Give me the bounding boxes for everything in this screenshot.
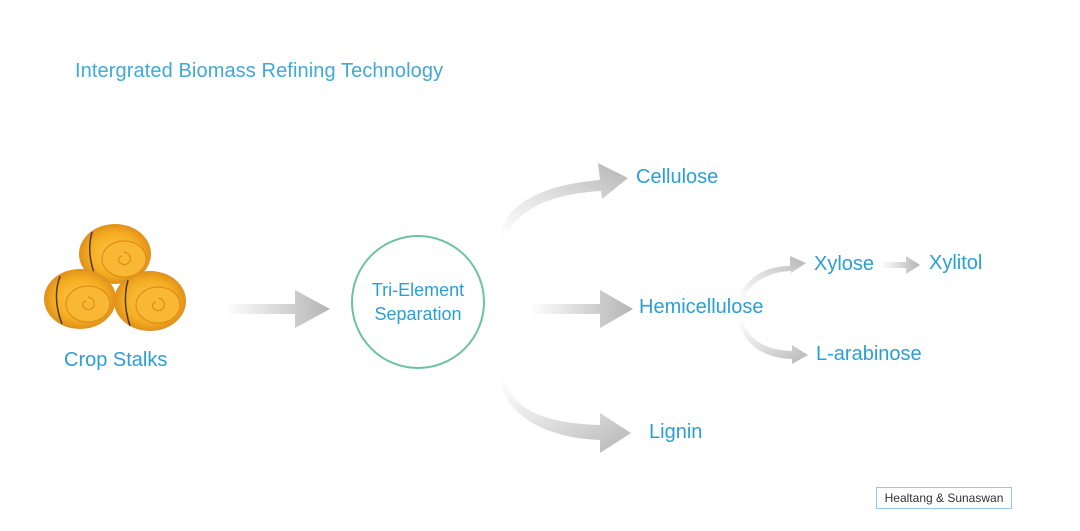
hemicellulose-label: Hemicellulose [639, 296, 764, 318]
separation-line1: Tri-Element [371, 280, 465, 300]
arrow-to-xylose [738, 256, 806, 302]
arrow-to-lignin [500, 378, 631, 453]
crop-stalks-label: Crop Stalks [64, 349, 168, 371]
separation-label: Tri-Element Separation [351, 278, 485, 326]
arrow-to-cellulose [500, 163, 628, 238]
xylose-label: Xylose [814, 253, 875, 275]
arrow-to-hemicellulose [530, 290, 633, 328]
xylitol-label: Xylitol [929, 252, 983, 274]
arabinose-label: L-arabinose [816, 343, 922, 365]
arrow-to-arabinose [738, 318, 808, 364]
cellulose-label: Cellulose [636, 166, 719, 188]
watermark-label: Healtang & Sunaswan [876, 487, 1012, 509]
hay-bales-icon [44, 224, 186, 331]
lignin-label: Lignin [649, 421, 703, 443]
separation-circle [351, 235, 485, 369]
diagram-title: Intergrated Biomass Refining Technology [75, 60, 444, 82]
arrow-to-separation [225, 290, 330, 328]
separation-line2: Separation [374, 304, 462, 324]
arrow-to-xylitol [881, 256, 920, 274]
